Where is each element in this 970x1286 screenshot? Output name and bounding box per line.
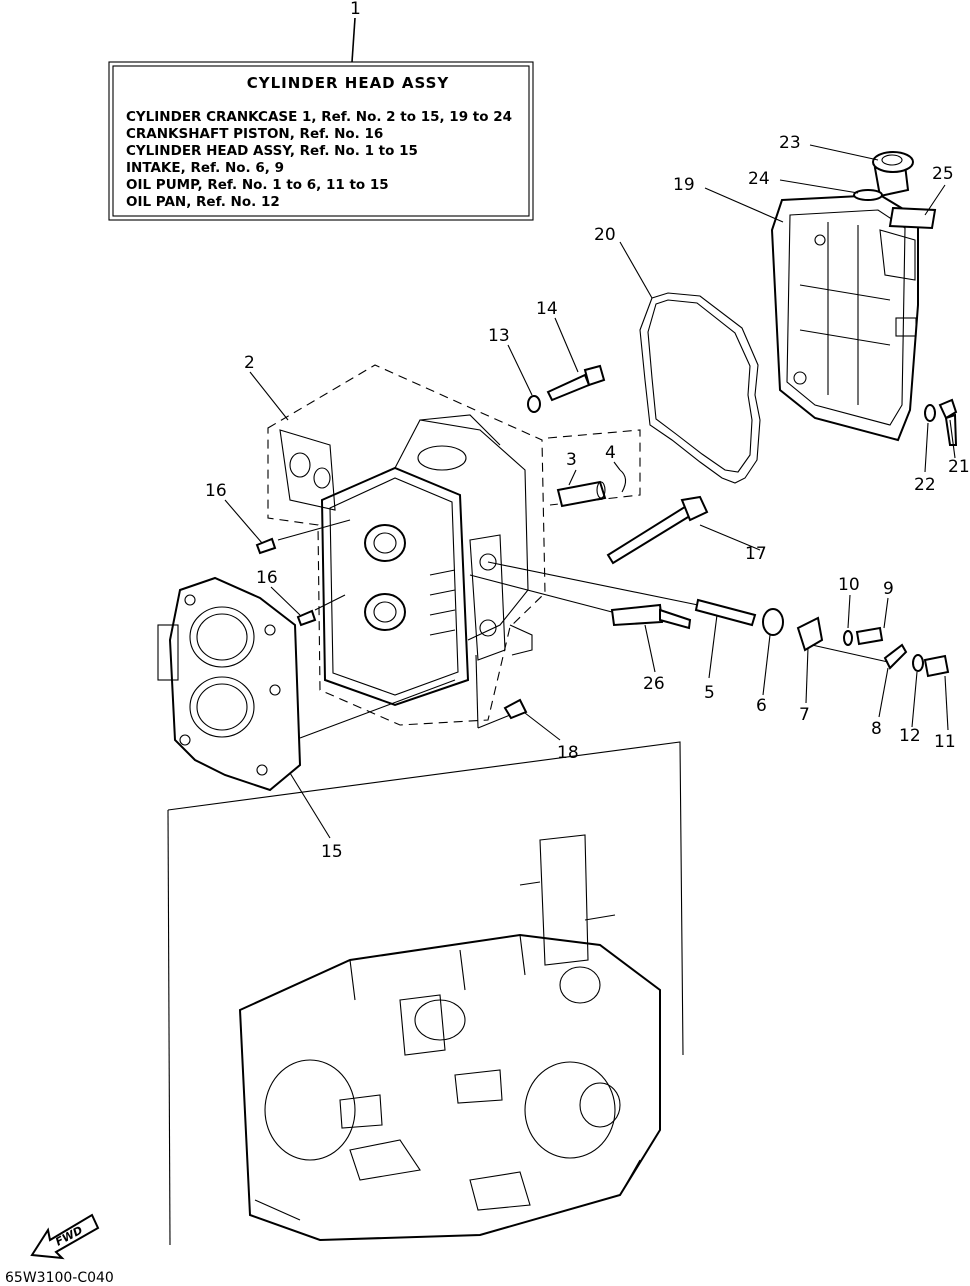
head-cover-drawing [770, 151, 958, 446]
callout-25: 25 [932, 164, 954, 184]
fwd-arrow-icon: FWD [30, 1213, 100, 1260]
callout-21: 21 [948, 457, 970, 477]
callout-13: 13 [488, 326, 510, 346]
info-box-line-6: OIL PAN, Ref. No. 12 [126, 194, 280, 210]
info-box-line-2: CRANKSHAFT PISTON, Ref. No. 16 [126, 126, 383, 142]
callout-16a: 16 [205, 481, 227, 501]
callout-5: 5 [704, 683, 715, 703]
callout-1: 1 [350, 0, 361, 19]
callout-16b: 16 [256, 568, 278, 588]
callout-6: 6 [756, 696, 767, 716]
info-box-line-4: INTAKE, Ref. No. 6, 9 [126, 160, 284, 176]
callout-10: 10 [838, 575, 860, 595]
head-gasket-drawing [157, 576, 302, 792]
callout-23: 23 [779, 133, 801, 153]
callout-8: 8 [871, 719, 882, 739]
diagram-code: 65W3100-C040 [5, 1270, 114, 1286]
callout-7: 7 [799, 705, 810, 725]
callout-26: 26 [643, 674, 665, 694]
callout-4: 4 [605, 443, 616, 463]
callout-2: 2 [244, 353, 255, 373]
crankcase-drawing [167, 741, 684, 1246]
info-box-line-3: CYLINDER HEAD ASSY, Ref. No. 1 to 15 [126, 143, 418, 159]
callout-24: 24 [748, 169, 770, 189]
info-box-line-1: CYLINDER CRANKCASE 1, Ref. No. 2 to 15, … [126, 109, 512, 125]
leader-lines [224, 144, 956, 839]
callout-3: 3 [566, 450, 577, 470]
callout-14: 14 [536, 299, 558, 319]
callout-17: 17 [745, 544, 767, 564]
callouts: 1 2 3 4 5 6 7 8 9 10 11 12 13 14 15 16 1… [205, 0, 970, 862]
info-box-title: CYLINDER HEAD ASSY [247, 74, 450, 92]
cover-gasket-drawing [639, 292, 761, 484]
callout-19: 19 [673, 175, 695, 195]
cylinder-head-drawing [267, 364, 641, 726]
callout-18: 18 [557, 743, 579, 763]
callout-22: 22 [914, 475, 936, 495]
callout-9: 9 [883, 579, 894, 599]
info-box-line-5: OIL PUMP, Ref. No. 1 to 6, 11 to 15 [126, 177, 389, 193]
callout-12: 12 [899, 726, 921, 746]
info-box: CYLINDER HEAD ASSY CYLINDER CRANKCASE 1,… [108, 17, 534, 221]
callout-11: 11 [934, 732, 956, 752]
callout-20: 20 [594, 225, 616, 245]
callout-15: 15 [321, 842, 343, 862]
small-parts-drawing [255, 364, 950, 720]
